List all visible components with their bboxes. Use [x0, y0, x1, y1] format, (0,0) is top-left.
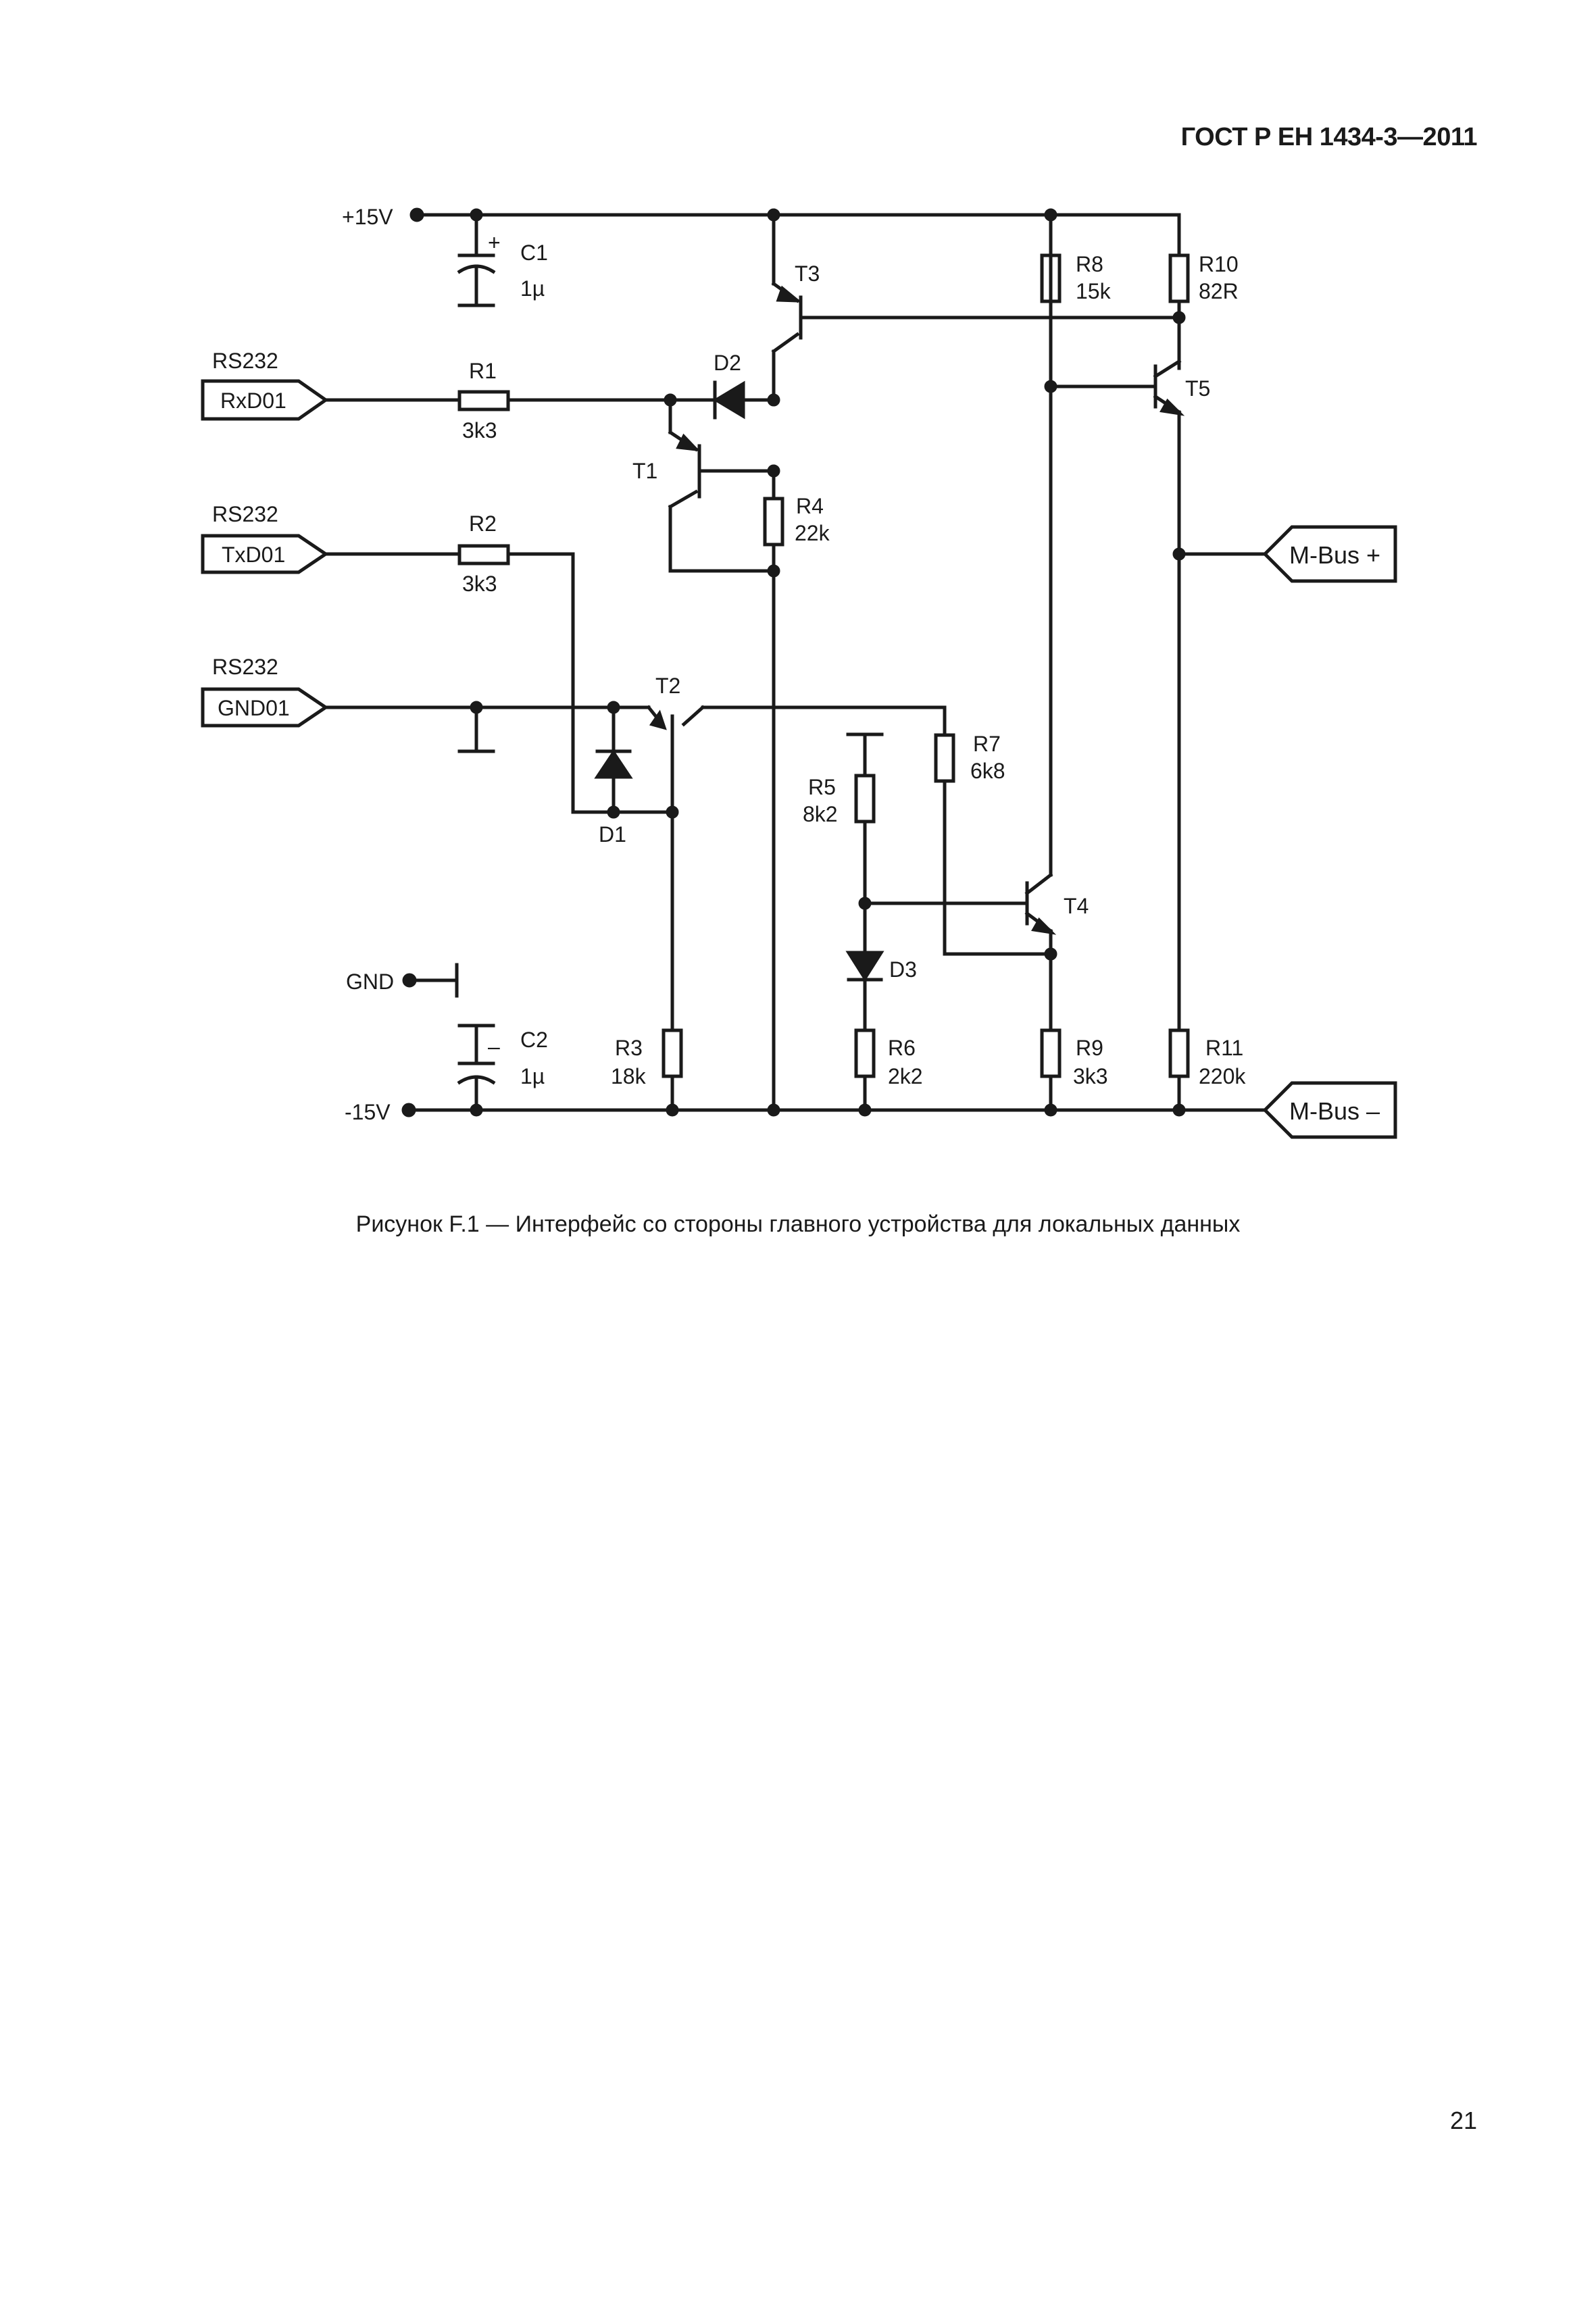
r2-value: 3k3: [462, 572, 497, 596]
d2-label: D2: [714, 351, 741, 375]
c1-polarity: +: [488, 230, 501, 255]
r6-ref: R6: [888, 1036, 916, 1060]
mbus-minus-port: [1262, 1081, 1397, 1139]
capacitor-c1: [457, 208, 496, 307]
t1-label: T1: [632, 459, 657, 483]
rail-vminus-label: -15V: [345, 1100, 391, 1124]
r1-ref: R1: [469, 359, 497, 383]
r10-value: 82R: [1199, 279, 1239, 303]
transistor-t5: [1049, 359, 1185, 1032]
r6-value: 2k2: [888, 1064, 923, 1088]
gnd-group-label: RS232: [212, 655, 278, 679]
gnd-port-label: GND01: [218, 696, 290, 720]
r3-value: 18k: [611, 1064, 647, 1088]
vplus-rail: [409, 207, 1181, 222]
mbus-plus-label: M-Bus +: [1289, 541, 1380, 569]
c1-ref: C1: [520, 241, 548, 265]
r1-value: 3k3: [462, 418, 497, 443]
resistor-r6: [854, 1028, 876, 1078]
resistor-r10: [1168, 253, 1190, 303]
resistor-r7: [934, 733, 955, 783]
r9-value: 3k3: [1073, 1064, 1108, 1088]
c2-value: 1µ: [520, 1064, 545, 1088]
gnd-terminal: [402, 963, 459, 998]
r2-ref: R2: [469, 511, 497, 536]
document-standard-header: ГОСТ Р ЕН 1434-3—2011: [1180, 123, 1478, 151]
rxd-group-label: RS232: [212, 349, 278, 373]
page-number: 21: [1449, 2107, 1477, 2134]
rxd01-port: [201, 379, 329, 421]
transistor-t3: [771, 213, 1181, 402]
rail-vplus-label: +15V: [342, 205, 393, 229]
r10-ref: R10: [1199, 252, 1239, 276]
resistor-r11: [1168, 1028, 1190, 1078]
c1-value: 1µ: [520, 276, 545, 301]
resistor-r4: [763, 497, 784, 547]
r3-ref: R3: [615, 1036, 643, 1060]
r11-ref: R11: [1205, 1036, 1243, 1060]
mbus-plus-port: [1262, 525, 1397, 583]
r11-value: 220k: [1199, 1064, 1246, 1088]
t4-label: T4: [1064, 894, 1089, 918]
transistor-t1: [668, 398, 776, 573]
r9-ref: R9: [1076, 1036, 1103, 1060]
r5-ref: R5: [808, 775, 836, 799]
d3-label: D3: [889, 957, 917, 982]
rail-gnd-label: GND: [346, 970, 394, 994]
t5-label: T5: [1185, 376, 1210, 401]
t3-label: T3: [795, 261, 820, 286]
r8-value: 15k: [1076, 279, 1112, 303]
diode-d3: [845, 951, 884, 1032]
c2-ref: C2: [520, 1028, 548, 1052]
capacitor-c2: [457, 1024, 496, 1117]
figure-caption: Рисунок F.1 — Интерфейс со стороны главн…: [355, 1211, 1241, 1237]
r4-value: 22k: [795, 521, 830, 545]
transistor-t2: [646, 705, 947, 814]
t2-label: T2: [655, 674, 680, 698]
transistor-t4: [863, 213, 1057, 1032]
txd-group-label: RS232: [212, 502, 278, 526]
txd-port-label: TxD01: [222, 543, 285, 567]
resistor-r1: [457, 390, 510, 411]
resistor-r9: [1040, 1028, 1062, 1078]
r7-ref: R7: [973, 732, 1001, 756]
resistor-r2: [457, 544, 510, 565]
txd01-port: [201, 534, 329, 574]
diode-d1: [594, 705, 633, 814]
rxd-port-label: RxD01: [220, 388, 286, 413]
r7-value: 6k8: [970, 759, 1005, 783]
resistor-r8: [1040, 253, 1062, 303]
diode-d2: [701, 380, 776, 420]
vminus-rail: [401, 1103, 1181, 1117]
r8-ref: R8: [1076, 252, 1103, 276]
d1-label: D1: [599, 822, 626, 847]
r4-ref: R4: [796, 494, 824, 518]
gnd01-port: [201, 687, 329, 728]
r5-value: 8k2: [803, 802, 838, 826]
c2-polarity: –: [488, 1034, 500, 1059]
mbus-minus-label: M-Bus –: [1289, 1097, 1380, 1125]
resistor-r3: [662, 1028, 683, 1078]
resistor-r5: [854, 774, 876, 824]
